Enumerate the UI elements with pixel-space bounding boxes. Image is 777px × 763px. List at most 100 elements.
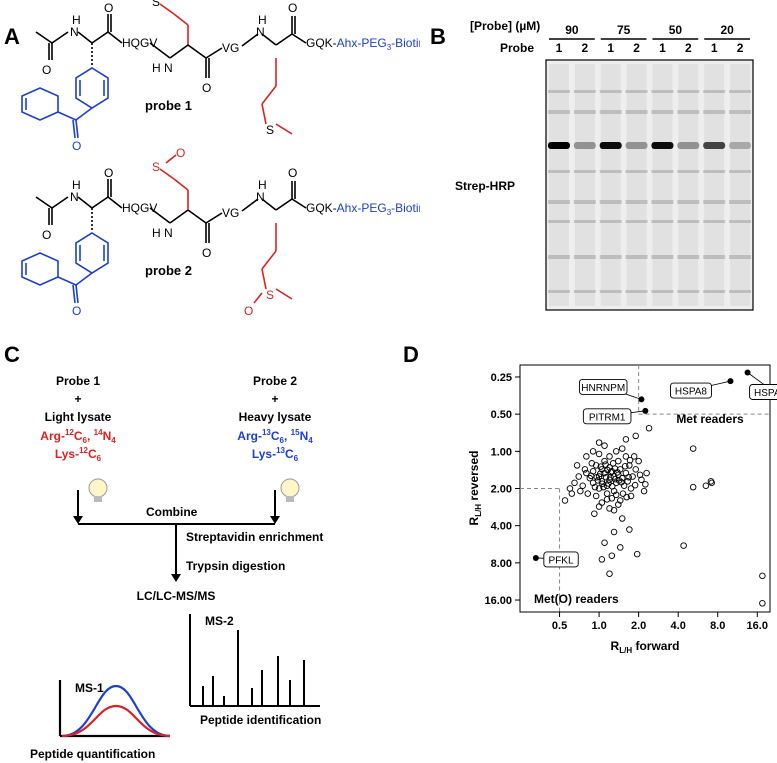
blot-lane-smear: [704, 64, 725, 306]
blot-minor-band: [573, 110, 596, 114]
heavy-arg: Arg-13C6, 15N4: [237, 428, 313, 445]
scatter-point: [759, 600, 766, 607]
blot-minor-band: [703, 220, 726, 223]
blot-lane-smear: [730, 64, 751, 306]
highlight-label: HSPA1B: [754, 388, 777, 399]
scatter-point: [622, 436, 630, 443]
y-axis-label: RL/H reversed: [467, 451, 483, 526]
scatter-point: [632, 432, 639, 440]
y-tick-label: 1.00: [491, 446, 512, 458]
blot-label: Strep-HRP: [455, 179, 515, 193]
ms2-plot: [189, 614, 320, 707]
scatter-point: [602, 473, 610, 481]
blot-lane-label: 2: [633, 41, 640, 55]
scatter-point: [618, 515, 626, 522]
blot-lane-label: 1: [659, 41, 666, 55]
probe1-N2: N: [164, 61, 173, 75]
probe2-label: probe 2: [145, 263, 192, 278]
blot-minor-band: [599, 220, 622, 223]
blot-minor-band: [703, 170, 726, 173]
scatter-point: [689, 445, 697, 452]
blot-main-band: [573, 142, 596, 149]
blot-minor-band: [651, 170, 674, 173]
blot-minor-band: [625, 90, 648, 93]
blot-minor-band: [573, 170, 596, 173]
scatter-point: [633, 550, 641, 558]
blot-minor-band: [547, 220, 570, 223]
blot-minor-band: [651, 290, 674, 293]
highlight-label-box: [670, 382, 712, 399]
blot-minor-band: [573, 290, 596, 293]
scatter-point: [601, 539, 608, 547]
highlight-label: HNRNPM: [581, 383, 625, 394]
scatter-point: [598, 556, 606, 563]
scatter-point: [598, 478, 606, 485]
blot-minor-band: [547, 255, 570, 259]
scatter-point: [622, 453, 630, 460]
blot-lane-label: 1: [556, 41, 563, 55]
scatter-point: [599, 480, 606, 487]
scatter-point: [642, 481, 649, 488]
blot-minor-band: [625, 290, 648, 293]
probe1-benzophenone-O: O: [72, 139, 81, 153]
blot-lane-label: 2: [737, 41, 744, 55]
scatter-point: [610, 528, 618, 536]
blot-minor-band: [703, 110, 726, 114]
probe1-H2: H: [152, 61, 161, 75]
scatter-point: [568, 490, 576, 497]
panel-label-b: B: [430, 24, 446, 49]
scatter-point: [595, 485, 603, 492]
x-tick-label: 1.0: [591, 620, 606, 632]
blot-minor-band: [547, 290, 570, 293]
probe1-S2: S: [266, 123, 274, 137]
scatter-point: [591, 483, 599, 491]
scatter-point: [618, 478, 625, 486]
probe2-tail: GQK-Ahx-PEG3-Biotin: [306, 201, 420, 217]
blot-minor-band: [651, 255, 674, 259]
probe2-O2: O: [202, 246, 211, 260]
probe1-H1: H: [72, 13, 81, 27]
probe2-plus: +: [271, 392, 278, 406]
scatter-point: [615, 501, 622, 508]
highlight-point: [744, 369, 751, 376]
scatter-point: [631, 481, 639, 489]
workflow-arrows: [73, 490, 280, 582]
scatter-point: [640, 487, 648, 495]
lightbulb-icon: [280, 478, 300, 502]
blot-minor-band: [651, 200, 674, 204]
scatter-point: [600, 483, 607, 491]
ms1-plot: [58, 680, 171, 738]
blot-minor-band: [729, 220, 752, 223]
blot-minor-band: [599, 290, 622, 293]
blot-minor-band: [729, 290, 752, 293]
blot-lane-smear: [548, 64, 569, 306]
panel-a: A: [4, 0, 420, 318]
scatter-point: [597, 463, 605, 470]
probe1-acetyl-O: O: [42, 63, 51, 77]
scatter-point: [609, 483, 616, 490]
blot-minor-band: [651, 220, 674, 223]
region-top-right: Met readers: [676, 412, 744, 426]
blot-concentration: 75: [617, 23, 631, 37]
probe2-SO2: O: [244, 304, 253, 318]
blot-minor-band: [729, 110, 752, 114]
scatter-point: [627, 485, 635, 492]
scatter-point: [612, 475, 619, 483]
probe1-met-side-chains: [159, 3, 293, 135]
blot-minor-band: [729, 170, 752, 173]
probe2-benzophenone: [21, 232, 109, 304]
y-tick-label: 0.50: [491, 409, 512, 421]
panel-label-c: C: [4, 342, 20, 367]
scatter-point: [612, 448, 620, 455]
scatter-point: [601, 442, 608, 449]
lcms-label: LC/LC-MS/MS: [137, 589, 216, 603]
blot-minor-band: [729, 200, 752, 204]
blot-lane-label: 1: [711, 41, 718, 55]
scatter-point: [575, 473, 582, 480]
panel-label-d: D: [403, 342, 419, 367]
blot-main-band: [703, 142, 726, 149]
blot-lane-smear: [652, 64, 673, 306]
quant-label: Peptide quantification: [30, 747, 155, 761]
